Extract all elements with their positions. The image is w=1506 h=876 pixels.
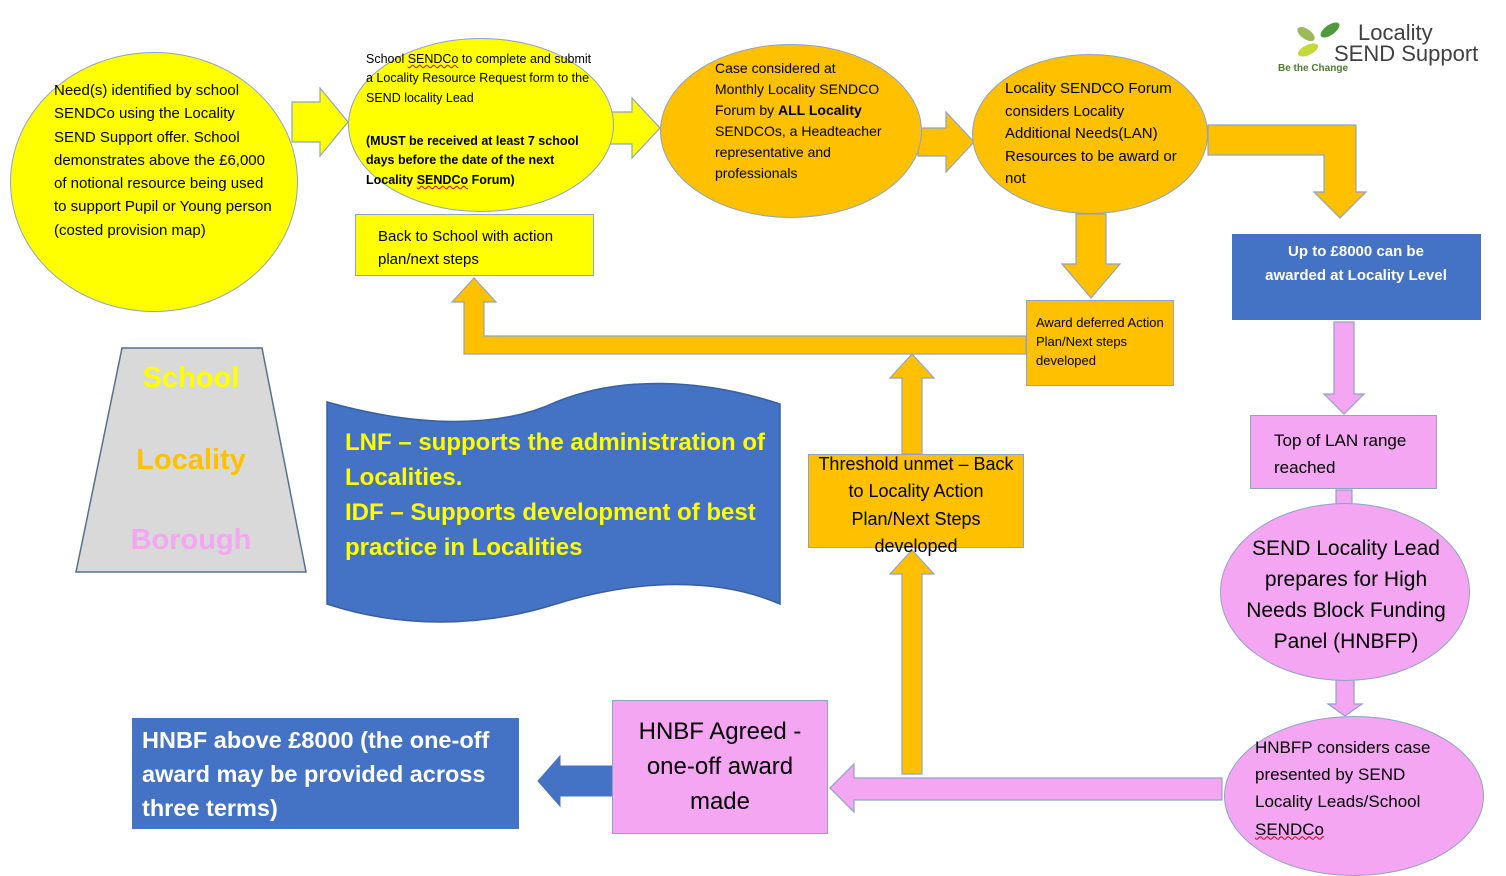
threshold-unmet-node — [808, 454, 1024, 548]
resource-request-text: School SENDCo to complete and submit a L… — [366, 50, 598, 108]
arrow-need-to-request — [291, 86, 349, 158]
resource-request-deadline-a: (MUST be received at least 7 school days… — [366, 134, 579, 187]
resource-request-deadline: (MUST be received at least 7 school days… — [366, 132, 598, 190]
pyramid-label-school: School — [142, 362, 240, 394]
need-identified-text: Need(s) identified by school SENDCo usin… — [54, 82, 272, 239]
award-deferred-node — [1026, 300, 1174, 386]
logo-leaf-2 — [1320, 22, 1340, 38]
logo-leaf-1 — [1297, 26, 1315, 42]
resource-request-deadline-sendco: SENDCo — [416, 172, 469, 187]
arrow-upto-to-toplan — [1322, 321, 1366, 415]
pyramid-label-borough: Borough — [130, 524, 252, 556]
top-of-lan-node — [1250, 415, 1437, 489]
hnbf-above-8000-node — [132, 718, 519, 829]
arrow-forum-to-considers — [917, 110, 975, 174]
logo-title-line2: SEND Support — [1334, 41, 1479, 66]
logo-tagline: Be the Change — [1278, 63, 1349, 74]
back-to-school-node — [355, 214, 594, 276]
send-lead-node — [1220, 503, 1470, 681]
arrow-hnbfp-up — [888, 549, 936, 775]
arrow-threshold-up — [888, 353, 936, 455]
forum-case-text-b: ALL Locality — [778, 102, 862, 118]
arrow-deferred-to-backschool — [450, 277, 1027, 355]
resource-request-node — [348, 38, 614, 212]
resource-request-sendco: SENDCo — [407, 52, 459, 66]
hnbfp-considers-text-a: HNBFP considers case presented by SEND L… — [1255, 738, 1431, 812]
resource-request-text-c: to complete and submit a Locality Resour… — [366, 52, 592, 105]
up-to-8000-text: Up to £8000 can be awarded at Locality L… — [1265, 243, 1447, 284]
arrow-considers-to-deferred — [1060, 213, 1122, 299]
resource-request-text-a: School — [366, 52, 408, 66]
hnbf-agreed-text: HNBF Agreed - one-off award made — [638, 718, 802, 815]
award-deferred-text: Award deferred Action Plan/Next steps de… — [1036, 315, 1164, 368]
threshold-unmet-text: Threshold unmet – Back to Locality Actio… — [818, 454, 1014, 557]
arrow-toplan-to-lead — [1335, 489, 1353, 505]
top-of-lan-text: Top of LAN range reached — [1274, 431, 1407, 478]
lnf-banner-text-2: IDF – Supports development of best pract… — [345, 499, 756, 561]
pyramid-shape — [75, 347, 307, 573]
forum-case-node — [660, 44, 922, 218]
up-to-8000-node — [1232, 234, 1481, 320]
forum-considers-node — [972, 54, 1208, 214]
hnbfp-considers-sendco: SENDCo — [1255, 819, 1324, 839]
hnbf-above-8000-text: HNBF above £8000 (the one-off award may … — [142, 727, 490, 821]
arrow-hnbfp-to-agreed — [829, 762, 1223, 814]
need-identified-node — [10, 52, 298, 312]
lnf-banner-text-1: LNF – supports the administration of Loc… — [345, 429, 766, 491]
pyramid-label-locality: Locality — [136, 444, 246, 476]
arrow-considers-to-upto — [1207, 124, 1368, 219]
forum-case-text: Case considered at Monthly Locality SEND… — [715, 58, 883, 184]
send-lead-text: SEND Locality Lead prepares for High Nee… — [1246, 537, 1446, 654]
connector-arrows — [75, 22, 1368, 814]
arrow-lead-to-hnbfp — [1326, 679, 1364, 717]
logo-leaf-3 — [1297, 43, 1319, 57]
back-to-school-text: Back to School with action plan/next ste… — [378, 228, 554, 269]
logo-title-line1: Locality — [1358, 20, 1433, 45]
hnbf-agreed-node — [612, 700, 828, 834]
forum-case-text-c: SENDCOs, a Headteacher representative an… — [715, 123, 882, 181]
hnbfp-considers-text: HNBFP considers case presented by SEND L… — [1255, 734, 1465, 843]
forum-case-text-a: Case considered at Monthly Locality SEND… — [715, 60, 880, 118]
forum-considers-text: Locality SENDCO Forum considers Locality… — [1005, 80, 1177, 187]
lnf-banner-shape — [326, 382, 781, 623]
arrow-agreed-to-above — [537, 754, 613, 808]
resource-request-deadline-c: Forum) — [468, 172, 515, 187]
